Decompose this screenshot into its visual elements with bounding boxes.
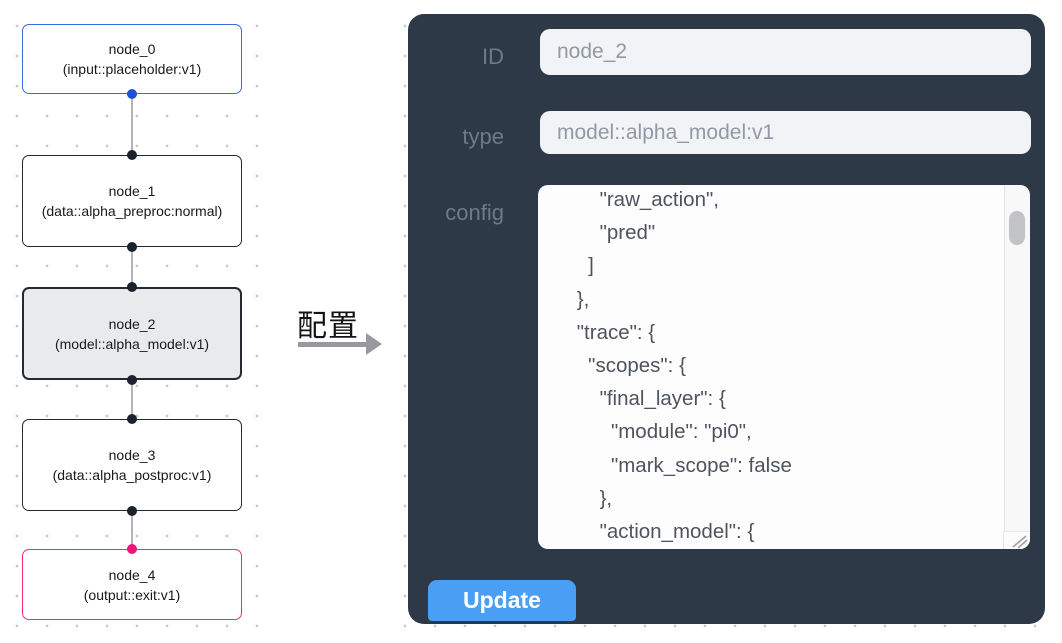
flow-node-node_3[interactable]: node_3 (data::alpha_postproc:v1) [22, 419, 242, 511]
input-port-icon[interactable] [127, 282, 137, 292]
type-field-label: type [462, 124, 504, 149]
node-type-label: (input::placeholder:v1) [62, 61, 202, 77]
resize-handle-icon[interactable] [1003, 531, 1030, 549]
config-scrollbar[interactable] [1004, 185, 1030, 531]
config-field-label: config [445, 200, 504, 225]
flow-node-node_0[interactable]: node_0 (input::placeholder:v1) [22, 24, 242, 94]
node-name: node_1 [108, 183, 156, 199]
flow-node-node_4[interactable]: node_4 (output::exit:v1) [22, 549, 242, 620]
config-annotation-label: 配置 [297, 310, 359, 343]
input-port-icon[interactable] [127, 414, 137, 424]
input-port-icon[interactable] [127, 150, 137, 160]
node-type-label: (data::alpha_postproc:v1) [52, 467, 212, 483]
node-name: node_0 [108, 41, 156, 57]
flow-node-node_1[interactable]: node_1 (data::alpha_preproc:normal) [22, 155, 242, 247]
node-type-label: (data::alpha_preproc:normal) [41, 203, 223, 219]
flow-node-node_2-selected[interactable]: node_2 (model::alpha_model:v1) [22, 287, 242, 380]
edge-connector [131, 247, 133, 287]
node-name: node_4 [108, 566, 156, 583]
id-field-label: ID [482, 44, 504, 69]
id-input[interactable] [540, 29, 1031, 75]
node-name: node_3 [108, 447, 156, 463]
output-port-icon[interactable] [127, 242, 137, 252]
right-arrow-icon [298, 332, 384, 356]
edge-connector [131, 380, 133, 419]
config-json-text: "raw_action", "pred" ] }, "trace": { "sc… [576, 188, 792, 544]
input-port-icon[interactable] [127, 544, 137, 554]
node-type-label: (output::exit:v1) [83, 586, 181, 603]
output-port-icon[interactable] [127, 89, 137, 99]
config-scrollbar-thumb[interactable] [1009, 211, 1025, 245]
update-button[interactable]: Update [428, 580, 576, 621]
config-textarea[interactable]: "raw_action", "pred" ] }, "trace": { "sc… [538, 185, 1030, 549]
edge-connector [131, 94, 133, 155]
node-type-label: (model::alpha_model:v1) [54, 335, 210, 352]
edge-connector [131, 511, 133, 549]
config-panel: ID type config "raw_action", "pred" ] },… [408, 14, 1045, 624]
output-port-icon[interactable] [127, 375, 137, 385]
node-name: node_2 [108, 315, 156, 332]
type-input[interactable] [540, 111, 1031, 154]
output-port-icon[interactable] [127, 506, 137, 516]
